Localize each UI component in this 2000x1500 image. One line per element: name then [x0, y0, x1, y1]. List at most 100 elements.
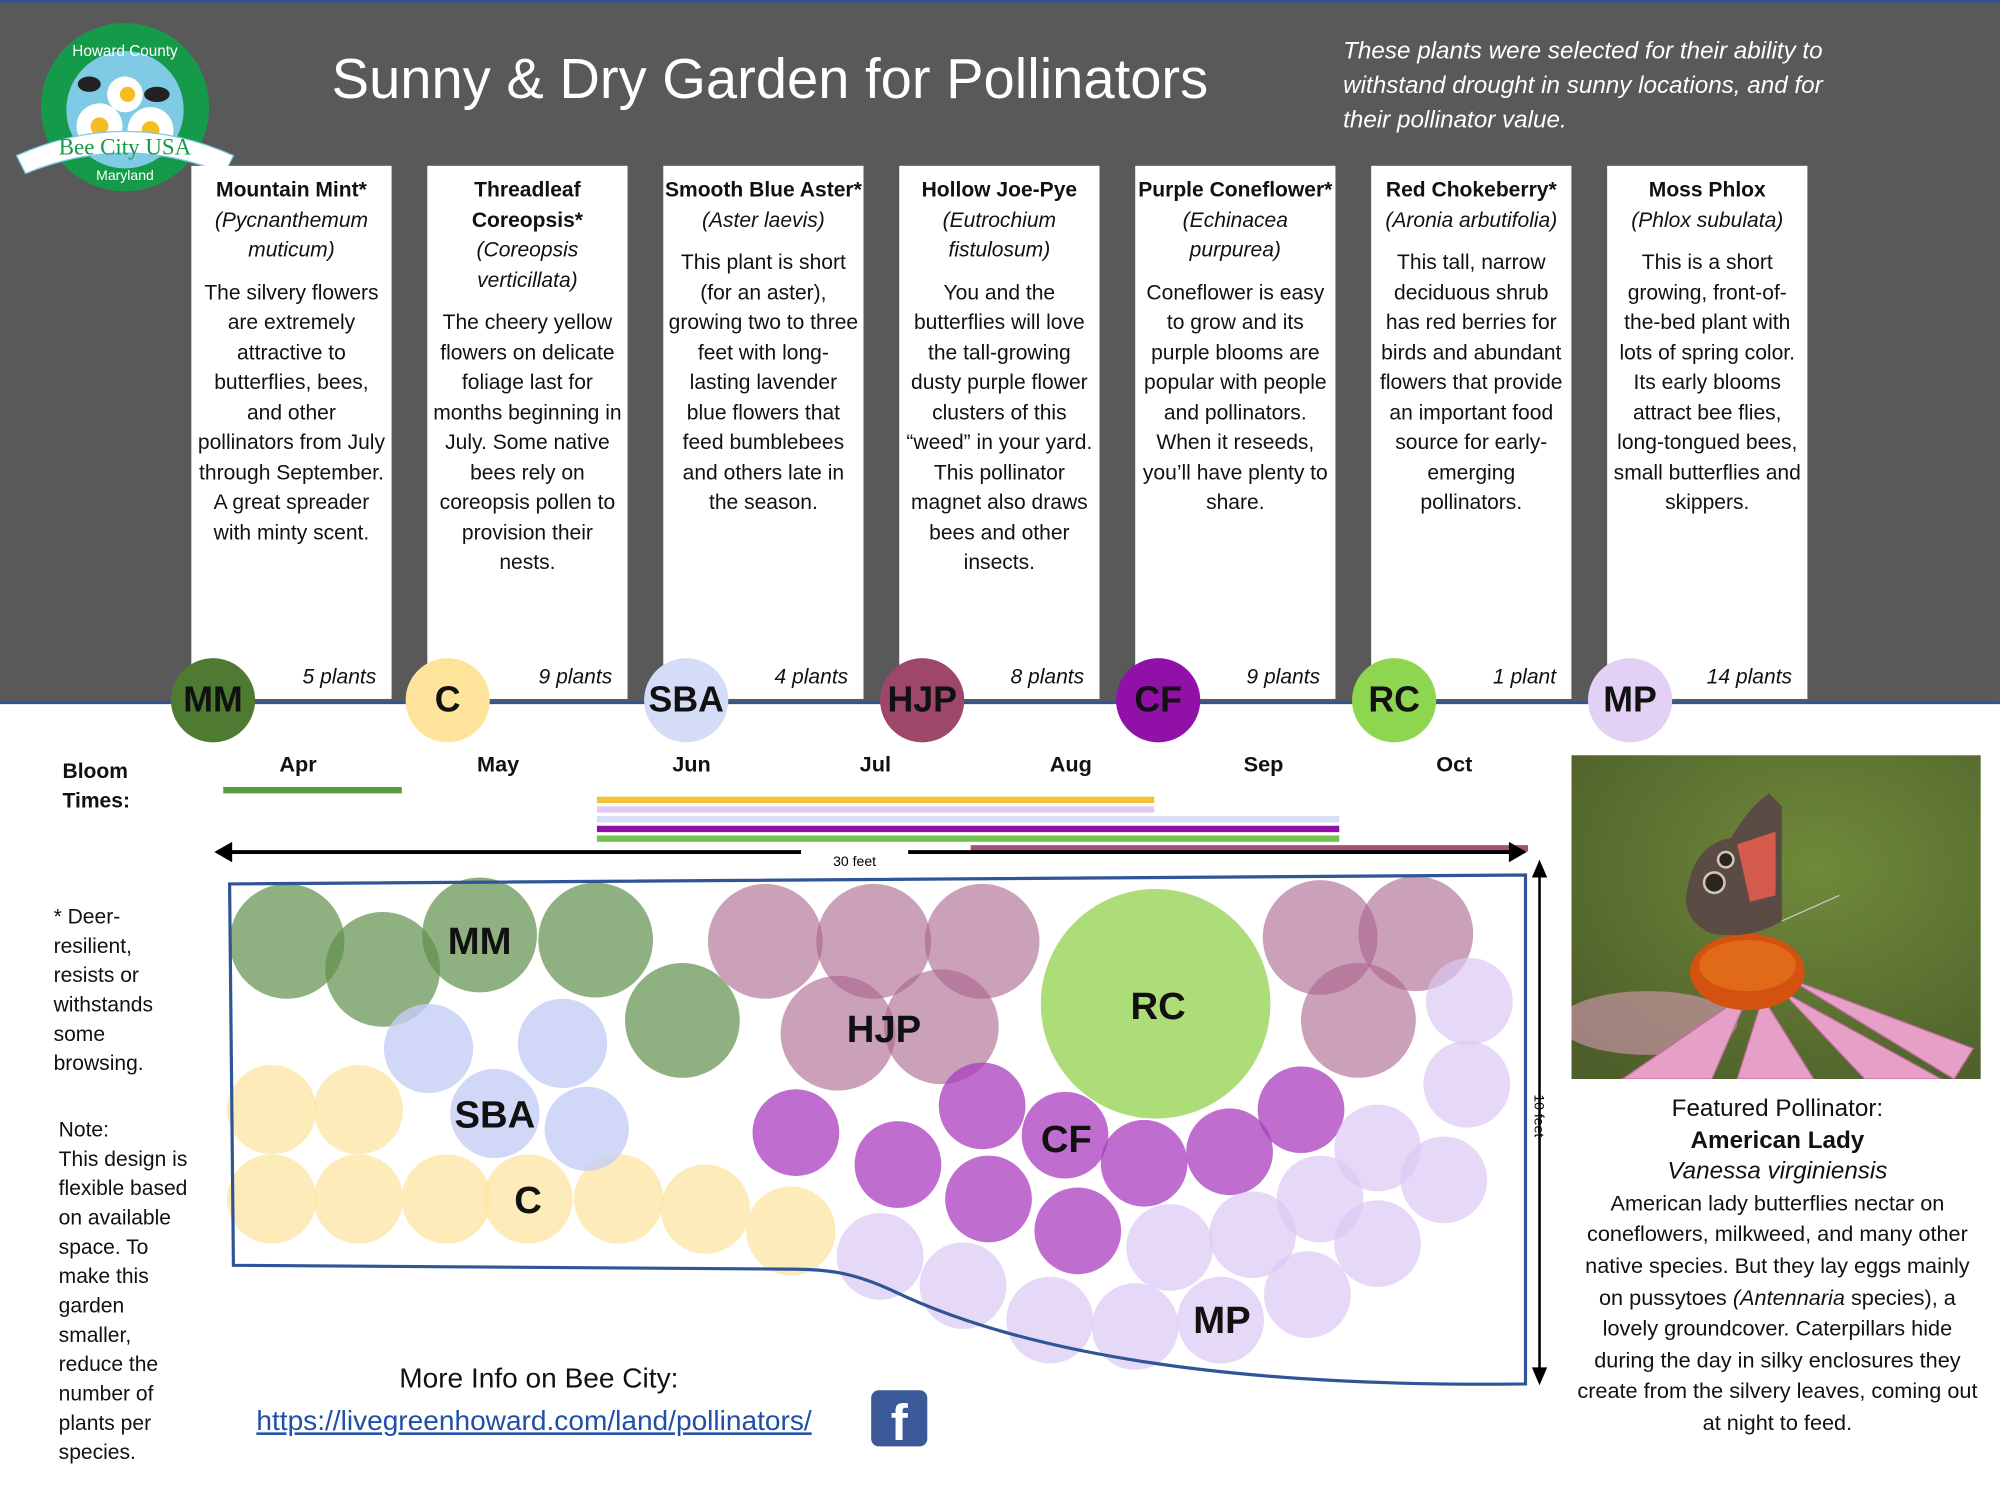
- bloom-bar-cf: [596, 825, 1340, 833]
- plant-circle-mp: [1006, 1276, 1094, 1364]
- deer-note: * Deer-resilient, resists or withstands …: [53, 905, 154, 1076]
- plant-count: 4 plants: [774, 665, 849, 689]
- garden-label-rc: RC: [1131, 985, 1186, 1028]
- plant-circle-mp: [1177, 1276, 1265, 1364]
- bloom-bar-sba: [596, 816, 1340, 823]
- plant-circle-cf: [1100, 1119, 1188, 1207]
- plant-circle-mp: [1400, 1136, 1488, 1224]
- bloom-bar-c: [596, 796, 1155, 804]
- plant-circle-mm: [538, 882, 654, 998]
- plant-circle-rc: [1040, 889, 1271, 1119]
- month-label: Oct: [1436, 752, 1473, 777]
- plant-card-rc: Red Chokeberry* (Aronia arbutifolia) Thi…: [1371, 165, 1572, 699]
- plant-scientific-name: (Pycnanthemum muticum): [214, 208, 369, 262]
- plant-circle-mm: [229, 883, 345, 999]
- bloom-bar-mp: [596, 806, 1155, 813]
- plant-name: Red Chokeberry*: [1385, 178, 1557, 202]
- plant-circle-mm: [325, 911, 441, 1027]
- plant-circle-c: [483, 1154, 573, 1244]
- logo-top-text: Howard County: [72, 43, 178, 60]
- plant-description: This is a short growing, front-of-the-be…: [1613, 251, 1801, 515]
- plant-card-mm: Mountain Mint* (Pycnanthemum muticum) Th…: [191, 165, 392, 699]
- plant-circle-cf: [938, 1062, 1026, 1150]
- garden-label-sba: SBA: [455, 1094, 536, 1137]
- plant-circle-sba: [450, 1068, 540, 1159]
- plant-scientific-name: (Coreopsis verticillata): [476, 238, 579, 292]
- plant-circle-c: [313, 1065, 404, 1155]
- featured-scientific-name: Vanessa virginiensis: [1667, 1158, 1888, 1186]
- month-label: Apr: [279, 752, 317, 777]
- plant-description: This tall, narrow deciduous shrub has re…: [1380, 251, 1563, 515]
- garden-label-mm: MM: [448, 920, 512, 963]
- design-note: Note: This design is flexible based on a…: [59, 1116, 199, 1468]
- plant-card-sba: Smooth Blue Aster* (Aster laevis) This p…: [663, 165, 864, 699]
- plant-code-badge: MM: [170, 658, 256, 743]
- plant-code-badge: CF: [1116, 658, 1201, 743]
- facebook-icon[interactable]: f: [871, 1390, 928, 1447]
- plant-circle-mp: [919, 1242, 1007, 1330]
- plant-circle-hjp: [707, 883, 823, 999]
- plant-circle-sba: [517, 998, 608, 1089]
- note-title: Note:: [58, 1118, 109, 1142]
- plant-name: Hollow Joe-Pye: [921, 178, 1078, 202]
- arrowhead-down: [1531, 1367, 1548, 1386]
- plant-circle-c: [227, 1154, 317, 1244]
- plant-scientific-name: (Aster laevis): [701, 208, 825, 232]
- logo-bottom-text: Maryland: [96, 167, 154, 183]
- month-label: Aug: [1049, 752, 1092, 777]
- plant-code-badge: HJP: [880, 658, 965, 743]
- plant-circle-c: [227, 1065, 317, 1155]
- plant-count: 14 plants: [1706, 665, 1793, 689]
- plant-circle-hjp: [780, 975, 896, 1091]
- arrowhead-right: [1508, 841, 1527, 863]
- plant-circle-mm: [624, 963, 740, 1078]
- month-label: Jul: [859, 752, 892, 777]
- plant-circle-c: [573, 1154, 664, 1244]
- plant-card-hjp: Hollow Joe-Pye (Eutrochium fistulosum) Y…: [899, 165, 1100, 699]
- plant-scientific-name: (Eutrochium fistulosum): [942, 208, 1057, 262]
- featured-description: American lady butterflies nectar on cone…: [1577, 1188, 1979, 1439]
- plant-count: 5 plants: [302, 665, 377, 689]
- plant-circle-cf: [1021, 1091, 1109, 1179]
- american-lady-photo: [1571, 755, 1981, 1080]
- plant-circle-sba: [544, 1086, 629, 1171]
- bloom-bar-rc: [596, 835, 1340, 842]
- arrowhead-up: [1531, 859, 1548, 878]
- width-label: 30 feet: [833, 853, 876, 869]
- plant-circle-c: [313, 1154, 404, 1244]
- arrowhead-left: [214, 841, 233, 863]
- plant-name: Moss Phlox: [1648, 178, 1766, 202]
- featured-text-italic: (Antennaria: [1732, 1285, 1845, 1310]
- bee-city-logo: Howard County Bee City USA Maryland: [15, 22, 235, 192]
- month-label: May: [477, 752, 520, 777]
- plant-name: Mountain Mint*: [216, 178, 367, 202]
- plant-circle-cf: [1186, 1108, 1273, 1196]
- featured-heading: Featured Pollinator:: [1671, 1095, 1884, 1123]
- plant-circle-sba: [383, 1003, 474, 1094]
- logo-middle-text: Bee City USA: [59, 134, 192, 159]
- plant-description: You and the butterflies will love the ta…: [906, 281, 1093, 574]
- plant-circle-hjp: [883, 969, 999, 1085]
- garden-label-cf: CF: [1041, 1118, 1092, 1161]
- bloom-bar-mm: [223, 786, 402, 794]
- bloom-times-label: Bloom Times:: [62, 760, 130, 813]
- plant-circle-c: [660, 1164, 750, 1254]
- plant-name: Smooth Blue Aster*: [664, 178, 862, 202]
- month-label: Jun: [672, 752, 711, 777]
- featured-pollinator: Featured Pollinator: American Lady Vanes…: [1577, 1094, 1979, 1439]
- page-title: Sunny & Dry Garden for Pollinators: [331, 48, 1209, 111]
- plant-description: This plant is short (for an aster), grow…: [668, 251, 859, 515]
- depth-label: 10 feet: [1531, 1094, 1547, 1137]
- plant-count: 9 plants: [538, 665, 613, 689]
- plant-name: Purple Coneflower*: [1138, 178, 1333, 202]
- month-label: Sep: [1243, 752, 1284, 777]
- plant-scientific-name: (Aronia arbutifolia): [1385, 208, 1558, 232]
- plant-name: Threadleaf Coreopsis*: [471, 178, 583, 232]
- plant-description: The silvery flowers are extremely attrac…: [197, 281, 386, 545]
- plant-circle-cf: [752, 1089, 840, 1177]
- bloom-bar-hjp: [970, 845, 1529, 852]
- more-info-link[interactable]: https://livegreenhoward.com/land/pollina…: [256, 1404, 812, 1437]
- plant-code-badge: RC: [1352, 658, 1437, 743]
- plant-count: 8 plants: [1010, 665, 1085, 689]
